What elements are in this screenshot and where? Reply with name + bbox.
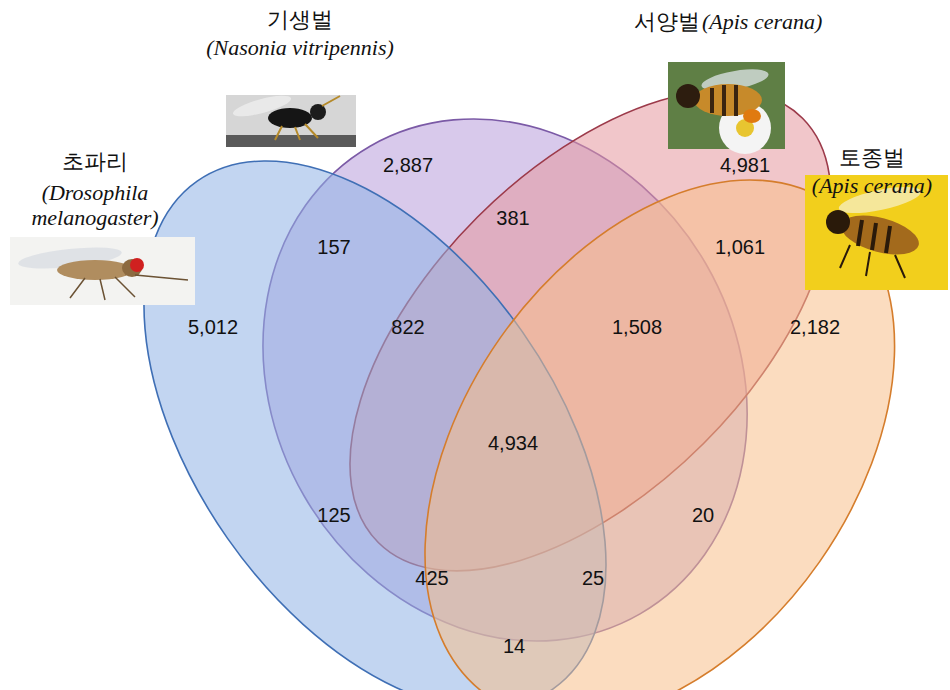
bee-head bbox=[676, 84, 700, 108]
region-count-text: 1,508 bbox=[612, 316, 662, 338]
species-latin-name: (Nasonia vitripennis) bbox=[206, 35, 394, 60]
bee-stripes bbox=[858, 220, 890, 253]
species-name: 초파리 bbox=[62, 149, 128, 174]
fly-body bbox=[57, 260, 133, 280]
bee-head bbox=[826, 210, 850, 234]
region-count-text: 125 bbox=[317, 504, 350, 526]
region-count: 125 bbox=[317, 504, 350, 527]
species-latin-name-text: (Apis cerana) bbox=[702, 9, 822, 34]
region-count: 157 bbox=[317, 236, 350, 259]
region-count: 2,887 bbox=[383, 154, 433, 177]
region-count: 1,508 bbox=[612, 316, 662, 339]
bee-stripes bbox=[712, 85, 736, 116]
region-count: 4,934 bbox=[488, 432, 538, 455]
region-count: 2,182 bbox=[790, 316, 840, 339]
pollen-load bbox=[743, 109, 761, 123]
species-latin-name-text: (Nasonia vitripennis) bbox=[206, 35, 394, 60]
photo-ground bbox=[226, 95, 356, 147]
photo-ground bbox=[226, 135, 356, 147]
species-name: 토종벌 bbox=[839, 145, 905, 170]
region-count: 20 bbox=[692, 504, 714, 527]
bee-wing bbox=[837, 181, 923, 218]
bee-legs bbox=[840, 245, 905, 278]
bee-body bbox=[837, 208, 923, 262]
species-name: 서양벌 bbox=[634, 9, 700, 34]
species-name-text: 토종벌 bbox=[839, 145, 905, 170]
species-name-text: 서양벌 bbox=[634, 9, 700, 34]
asian-honeybee-photo bbox=[805, 175, 948, 290]
region-count-text: 1,061 bbox=[715, 236, 765, 258]
species-latin-name: (Apis cerana) bbox=[702, 9, 822, 34]
region-count-text: 20 bbox=[692, 504, 714, 526]
fly-legs bbox=[70, 275, 188, 300]
region-count-text: 822 bbox=[391, 316, 424, 338]
parasitoid-wasp-photo bbox=[226, 91, 356, 147]
region-count-text: 14 bbox=[503, 635, 525, 657]
photo-ground bbox=[10, 237, 195, 305]
region-count-text: 25 bbox=[582, 567, 604, 589]
species-latin-name: (Drosophila melanogaster) bbox=[9, 180, 181, 231]
species-latin-name: (Apis cerana) bbox=[812, 173, 932, 198]
species-latin-name-text: (Apis cerana) bbox=[812, 173, 932, 198]
region-count: 4,981 bbox=[720, 154, 770, 177]
region-count: 14 bbox=[503, 635, 525, 658]
region-count: 381 bbox=[496, 207, 529, 230]
region-count-text: 381 bbox=[496, 207, 529, 229]
species-latin-name-text: (Drosophila melanogaster) bbox=[9, 180, 181, 231]
region-count: 5,012 bbox=[188, 316, 238, 339]
region-count-text: 157 bbox=[317, 236, 350, 258]
region-count-text: 425 bbox=[415, 567, 448, 589]
region-count-text: 4,981 bbox=[720, 154, 770, 176]
region-count-text: 5,012 bbox=[188, 316, 238, 338]
region-count: 425 bbox=[415, 567, 448, 590]
region-count-text: 2,887 bbox=[383, 154, 433, 176]
species-name-text: 초파리 bbox=[62, 149, 128, 174]
fruit-fly-photo bbox=[10, 237, 195, 305]
region-count-text: 2,182 bbox=[790, 316, 840, 338]
region-count: 822 bbox=[391, 316, 424, 339]
region-count: 25 bbox=[582, 567, 604, 590]
wasp-legs bbox=[275, 96, 340, 140]
region-count: 1,061 bbox=[715, 236, 765, 259]
western-honeybee-photo bbox=[668, 62, 785, 154]
species-name-text: 기생벌 bbox=[267, 7, 333, 32]
photo-ground bbox=[805, 175, 948, 290]
fly-eye bbox=[130, 258, 144, 272]
species-name: 기생벌 bbox=[267, 7, 333, 32]
region-count-text: 4,934 bbox=[488, 432, 538, 454]
set-ellipse-shape bbox=[328, 92, 950, 690]
wasp-head bbox=[310, 104, 326, 120]
